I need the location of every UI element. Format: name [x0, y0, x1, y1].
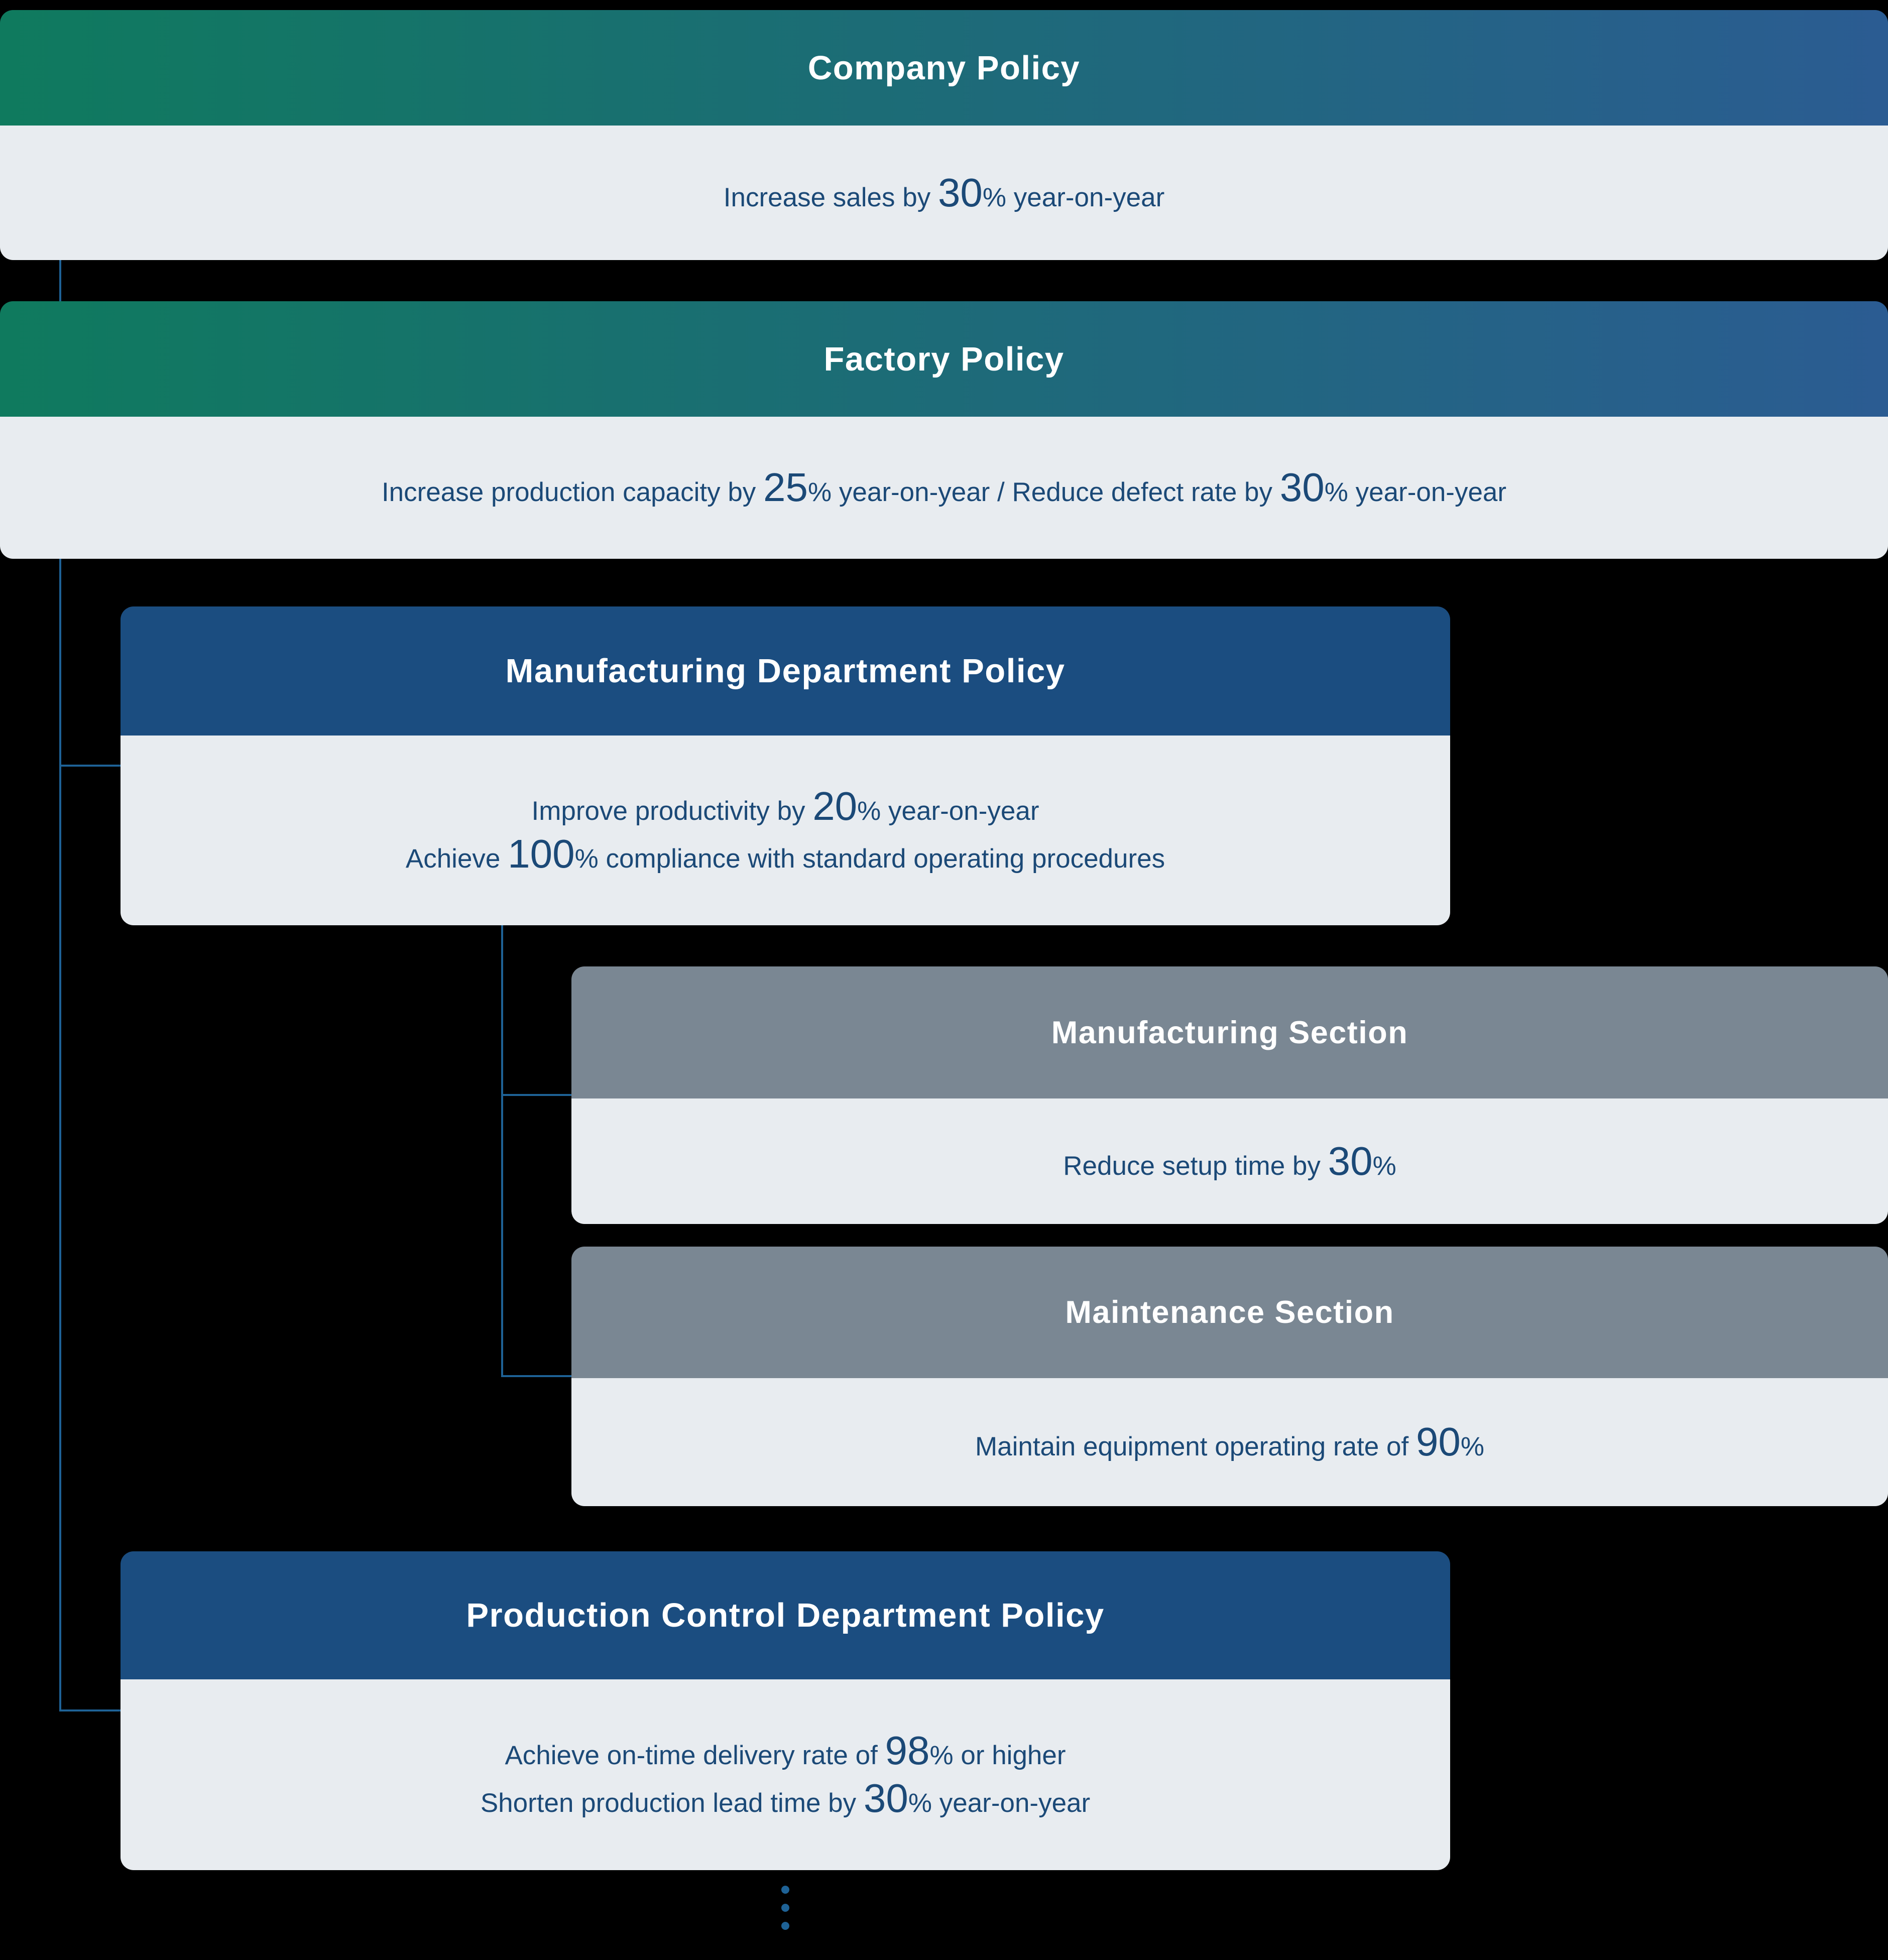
company-policy-title: Company Policy — [807, 49, 1081, 87]
maintenance-section-goal: Maintain equipment operating rate of 90% — [975, 1419, 1485, 1464]
node-manufacturing-section: Manufacturing Section Reduce setup time … — [571, 966, 1888, 1224]
node-factory-policy: Factory Policy Increase production capac… — [0, 301, 1888, 559]
manufacturing-department-title: Manufacturing Department Policy — [505, 652, 1066, 690]
manufacturing-department-goal-1: Improve productivity by 20% year-on-year — [531, 784, 1039, 829]
maintenance-section-header: Maintenance Section — [571, 1247, 1888, 1378]
production-control-department-header: Production Control Department Policy — [121, 1551, 1450, 1679]
production-control-goal-1: Achieve on-time delivery rate of 98% or … — [505, 1728, 1066, 1773]
connector-dept-trunk — [501, 924, 503, 1377]
maintenance-section-body: Maintain equipment operating rate of 90% — [571, 1378, 1888, 1506]
manufacturing-department-body: Improve productivity by 20% year-on-year… — [121, 736, 1450, 925]
node-company-policy: Company Policy Increase sales by 30% yea… — [0, 10, 1888, 260]
connector-branch-maintenance-section — [501, 1375, 572, 1377]
manufacturing-section-header: Manufacturing Section — [571, 966, 1888, 1098]
production-control-goal-2: Shorten production lead time by 30% year… — [480, 1776, 1091, 1820]
company-policy-body: Increase sales by 30% year-on-year — [0, 126, 1888, 260]
company-policy-header: Company Policy — [0, 10, 1888, 126]
connector-company-to-factory — [59, 259, 61, 302]
manufacturing-department-header: Manufacturing Department Policy — [121, 606, 1450, 736]
manufacturing-section-body: Reduce setup time by 30% — [571, 1098, 1888, 1224]
manufacturing-section-goal: Reduce setup time by 30% — [1063, 1138, 1396, 1183]
node-maintenance-section: Maintenance Section Maintain equipment o… — [571, 1247, 1888, 1506]
production-control-department-body: Achieve on-time delivery rate of 98% or … — [121, 1679, 1450, 1870]
connector-branch-manufacturing-section — [501, 1094, 572, 1096]
connector-branch-manufacturing-dept — [59, 765, 122, 767]
continuation-ellipsis-icon — [781, 1886, 789, 1930]
factory-policy-body: Increase production capacity by 25% year… — [0, 417, 1888, 559]
node-manufacturing-department-policy: Manufacturing Department Policy Improve … — [121, 606, 1450, 925]
node-production-control-department-policy: Production Control Department Policy Ach… — [121, 1551, 1450, 1870]
manufacturing-section-title: Manufacturing Section — [1051, 1015, 1408, 1050]
company-policy-goal: Increase sales by 30% year-on-year — [723, 170, 1165, 215]
production-control-department-title: Production Control Department Policy — [466, 1597, 1105, 1634]
connector-branch-production-control — [59, 1709, 122, 1711]
factory-policy-title: Factory Policy — [823, 340, 1065, 378]
maintenance-section-title: Maintenance Section — [1065, 1295, 1394, 1330]
connector-factory-trunk — [59, 558, 61, 1711]
manufacturing-department-goal-2: Achieve 100% compliance with standard op… — [405, 831, 1165, 876]
factory-policy-header: Factory Policy — [0, 301, 1888, 417]
factory-policy-goal: Increase production capacity by 25% year… — [381, 465, 1507, 510]
